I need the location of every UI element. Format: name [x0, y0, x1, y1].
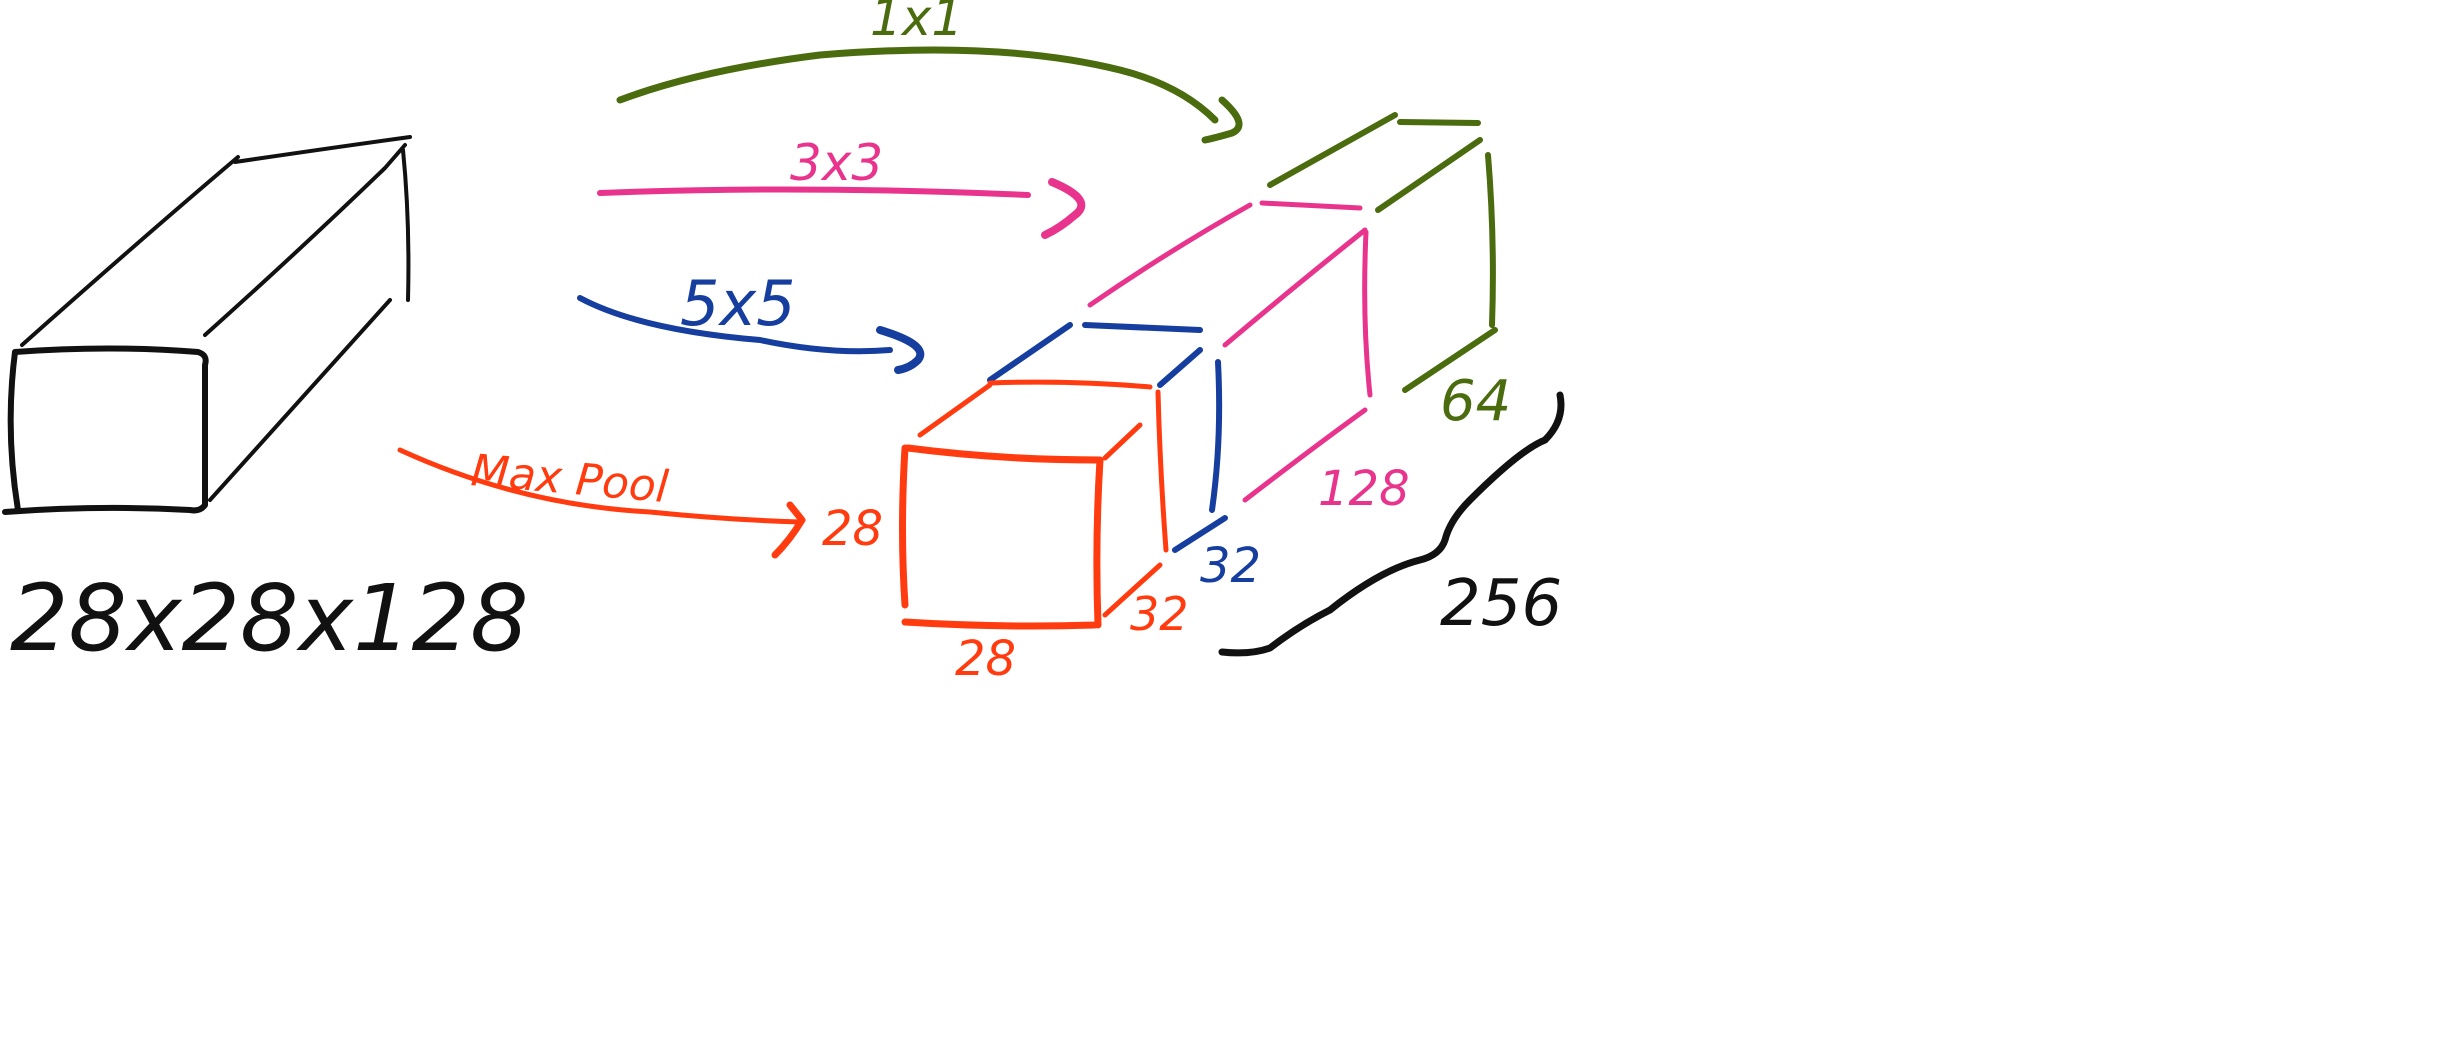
label-5x5: 5x5 [680, 267, 796, 340]
depth-brace [1218, 391, 1565, 657]
block-3x3 [1087, 200, 1373, 503]
arrow-1x1 [616, 46, 1243, 144]
height-label-28: 28 [822, 501, 883, 557]
block-1x1 [1267, 112, 1498, 393]
depth-label-64: 64 [1440, 369, 1511, 434]
depth-label-32-orange: 32 [1130, 587, 1189, 641]
arrow-maxpool [397, 447, 806, 559]
depth-label-128: 128 [1318, 461, 1410, 517]
input-block [2, 135, 412, 515]
width-label-28: 28 [955, 631, 1016, 687]
block-maxpool [899, 379, 1169, 630]
label-1x1: 1x1 [870, 0, 963, 47]
label-3x3: 3x3 [790, 134, 883, 192]
input-dimensions-label: 28x28x128 [10, 565, 529, 672]
arrow-5x5 [577, 295, 925, 374]
depth-label-32-blue: 32 [1200, 538, 1261, 594]
arrow-3x3 [597, 178, 1086, 239]
total-depth-label: 256 [1440, 567, 1562, 641]
label-maxpool: Max Pool [469, 445, 671, 513]
block-5x5 [987, 322, 1228, 553]
